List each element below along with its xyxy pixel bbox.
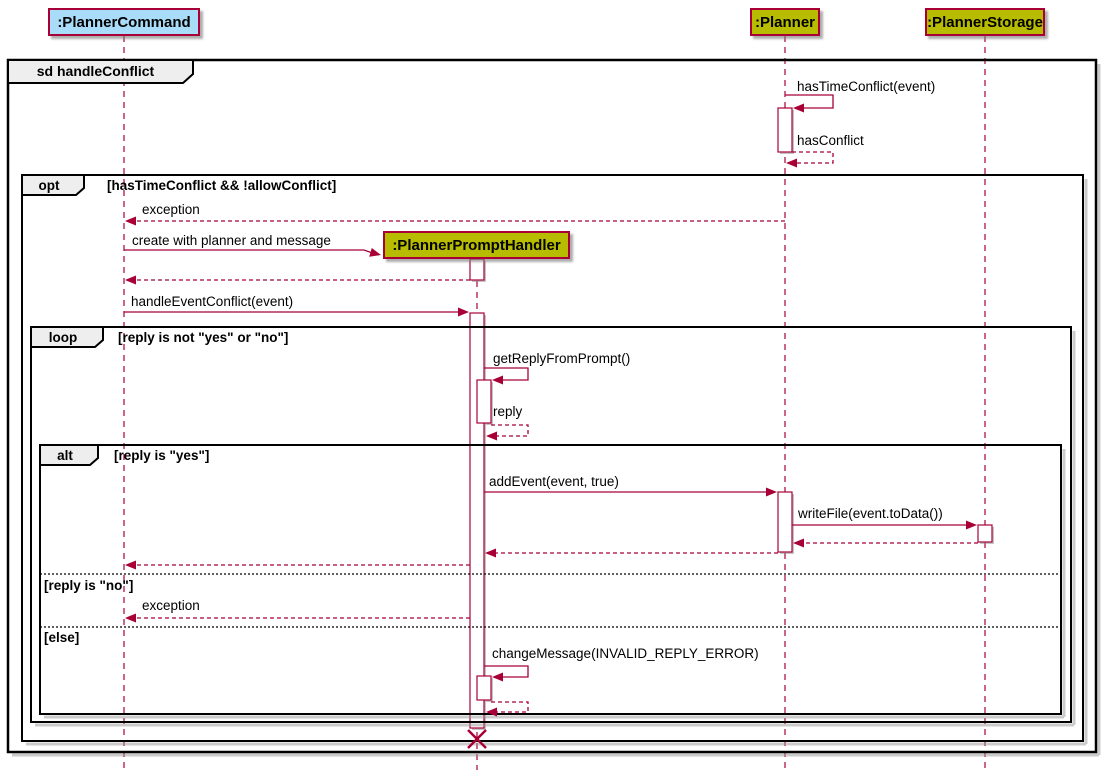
message-get-reply-from-prompt: getReplyFromPrompt() xyxy=(493,351,631,366)
guard-else: [else] xyxy=(44,630,80,645)
arrow-create-handler xyxy=(124,249,372,254)
guard-loop: [reply is not "yes" or "no"] xyxy=(118,330,289,345)
messages-arrows xyxy=(124,94,978,717)
guard-alt: [reply is "yes"] xyxy=(114,448,210,463)
arrow-has-time-conflict xyxy=(785,94,834,109)
activation-bars xyxy=(469,107,994,730)
frame-sd xyxy=(6,58,1098,754)
frame-alt xyxy=(39,444,1062,715)
arrow-change-message xyxy=(484,665,529,678)
message-add-event: addEvent(event, true) xyxy=(489,474,619,489)
participant-planner: :Planner xyxy=(750,8,820,36)
frame-opt xyxy=(21,174,1084,742)
arrow-change-message-return xyxy=(491,701,529,713)
tab-loop xyxy=(30,326,104,348)
arrow-get-reply xyxy=(484,367,529,381)
activation-pph-changemessage xyxy=(476,675,492,701)
activation-pph-main xyxy=(469,312,485,729)
guard-reply-no: [reply is "no"] xyxy=(44,578,134,593)
message-create-handler: create with planner and message xyxy=(132,233,331,248)
frame-operator-opt: opt xyxy=(38,178,60,193)
message-handle-event-conflict: handleEventConflict(event) xyxy=(131,294,294,309)
participant-label: :PlannerStorage xyxy=(927,13,1043,31)
activation-planner-self xyxy=(777,107,793,153)
tab-alt xyxy=(39,444,99,466)
participant-label: :PlannerCommand xyxy=(57,13,191,31)
participant-planner-command: :PlannerCommand xyxy=(48,8,200,36)
message-write-file: writeFile(event.toData()) xyxy=(798,506,943,521)
arrow-reply xyxy=(491,424,529,437)
activation-storage-writefile xyxy=(977,524,993,543)
activation-pph-getreply xyxy=(476,379,492,424)
message-change-message: changeMessage(INVALID_REPLY_ERROR) xyxy=(492,646,759,661)
frame-loop xyxy=(30,326,1072,723)
participant-label: :PlannerPromptHandler xyxy=(392,236,561,254)
message-reply: reply xyxy=(493,404,523,419)
message-exception-opt: exception xyxy=(142,202,200,217)
destroy-x-icon xyxy=(467,729,487,749)
message-exception-alt: exception xyxy=(142,598,200,613)
guard-opt: [hasTimeConflict && !allowConflict] xyxy=(107,178,337,193)
arrow-has-conflict xyxy=(792,151,834,164)
frame-tabs xyxy=(7,59,194,466)
frame-shadows xyxy=(12,64,1101,757)
activation-planner-addevent xyxy=(777,491,793,553)
participant-planner-prompt-handler: :PlannerPromptHandler xyxy=(383,231,570,259)
frame-title-sd: sd handleConflict xyxy=(36,63,155,79)
frame-operator-alt: alt xyxy=(57,448,73,463)
participant-label: :Planner xyxy=(754,13,815,31)
frame-operator-loop: loop xyxy=(48,330,78,345)
frames xyxy=(6,58,1098,754)
message-has-conflict: hasConflict xyxy=(797,133,864,148)
participant-planner-storage: :PlannerStorage xyxy=(925,8,1045,36)
message-has-time-conflict: hasTimeConflict(event) xyxy=(797,79,936,94)
activation-pph-create xyxy=(469,258,485,281)
tab-opt xyxy=(21,174,85,196)
tab-sd xyxy=(7,59,194,84)
